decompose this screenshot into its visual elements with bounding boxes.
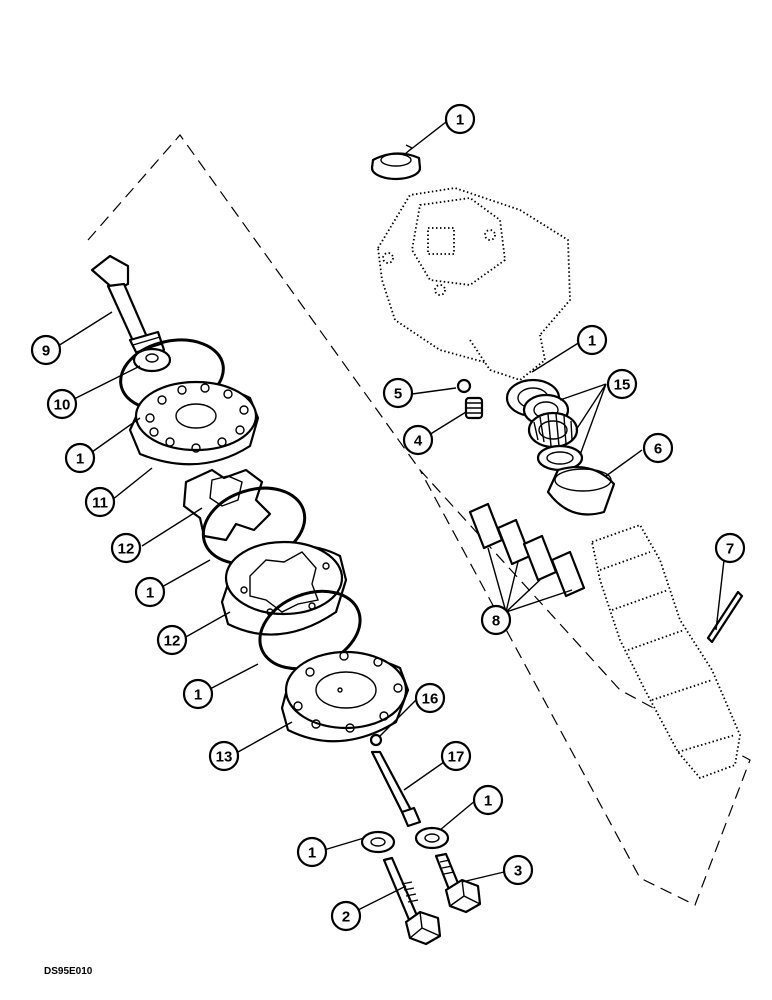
callout-circle: [84, 486, 116, 518]
callout-circle: [414, 682, 446, 714]
callout-18: 1: [472, 784, 504, 816]
callout-22: 8: [480, 604, 512, 636]
callout-circle: [402, 424, 434, 456]
manifold-plate: [128, 380, 260, 466]
callout-5: 6: [642, 432, 674, 464]
callout-14: 13: [208, 740, 240, 772]
callout-circle: [576, 324, 608, 356]
callout-circle: [502, 854, 534, 886]
callout-label: 1: [484, 793, 492, 810]
callout-circle: [156, 624, 188, 656]
callout-2: 5: [382, 377, 414, 409]
valve-pin: [370, 750, 422, 828]
callout-circle: [472, 784, 504, 816]
callout-0: 1: [444, 103, 476, 135]
callout-circle: [64, 442, 96, 474]
callout-label: 8: [492, 613, 500, 630]
callout-circle: [46, 388, 78, 420]
callout-circle: [714, 532, 746, 564]
callout-circle: [182, 678, 214, 710]
callout-circle: [330, 900, 362, 932]
callout-label: 6: [654, 441, 662, 458]
callout-label: 1: [308, 845, 316, 862]
callout-1: 1: [576, 324, 608, 356]
callout-circle: [134, 576, 166, 608]
callout-3: 15: [606, 368, 638, 400]
callout-12: 12: [156, 624, 188, 656]
callout-label: 7: [726, 541, 734, 558]
thrust-race: [536, 444, 584, 472]
bearing-cup-6: [546, 466, 616, 516]
right-washer: [414, 826, 450, 850]
leader-lines: [57, 121, 725, 913]
motor-housing: [377, 187, 571, 382]
callout-label: 12: [118, 541, 135, 558]
callout-7: 10: [46, 388, 78, 420]
callout-circle: [296, 836, 328, 868]
callout-17: 1: [296, 836, 328, 868]
callout-13: 1: [182, 678, 214, 710]
callout-circle: [382, 377, 414, 409]
valve-ball: [369, 733, 383, 747]
callout-circle: [444, 103, 476, 135]
callout-label: 1: [194, 687, 202, 704]
callout-circle: [480, 604, 512, 636]
callout-20: 3: [502, 854, 534, 886]
callout-label: 5: [394, 386, 402, 403]
callout-circle: [110, 532, 142, 564]
output-shaft: [590, 523, 741, 780]
callout-9: 11: [84, 486, 116, 518]
callout-circle: [208, 740, 240, 772]
callout-circle: [440, 740, 472, 772]
top-bearing-cup: [370, 152, 422, 181]
drawing-code: DS95E010: [44, 966, 93, 977]
callout-label: 10: [54, 397, 71, 414]
callout-6: 9: [30, 334, 62, 366]
callout-circle: [606, 368, 638, 400]
callout-label: 1: [76, 451, 84, 468]
check-ball: [456, 378, 472, 394]
cap-screw-long: [382, 856, 442, 946]
shaft-key: [706, 590, 744, 644]
callout-15: 16: [414, 682, 446, 714]
callout-label: 15: [614, 377, 631, 394]
shim-stack: [468, 502, 586, 598]
left-washer: [360, 830, 396, 854]
gerotor-ring: [220, 540, 348, 636]
callout-label: 2: [342, 909, 350, 926]
check-spring: [464, 396, 484, 420]
callout-label: 11: [92, 495, 108, 512]
callout-label: 1: [588, 333, 596, 350]
end-cap: [280, 650, 410, 743]
callout-16: 17: [440, 740, 472, 772]
callout-19: 2: [330, 900, 362, 932]
callout-4: 4: [402, 424, 434, 456]
callout-label: 4: [414, 433, 423, 450]
callout-8: 1: [64, 442, 96, 474]
callout-label: 16: [422, 691, 439, 708]
callout-11: 1: [134, 576, 166, 608]
gerotor-star: [182, 468, 272, 542]
callout-label: 12: [164, 633, 181, 650]
callout-label: 9: [42, 343, 50, 360]
callout-circle: [642, 432, 674, 464]
callout-label: 1: [456, 112, 464, 129]
callout-label: 1: [146, 585, 154, 602]
callout-label: 3: [514, 863, 522, 880]
cap-screw-short: [434, 852, 482, 914]
callout-label: 13: [216, 749, 233, 766]
needle-bearing: [527, 411, 579, 449]
callout-10: 12: [110, 532, 142, 564]
thrust-plate-10: [132, 347, 172, 373]
callout-circle: [30, 334, 62, 366]
callout-label: 17: [448, 749, 465, 766]
callout-21: 7: [714, 532, 746, 564]
